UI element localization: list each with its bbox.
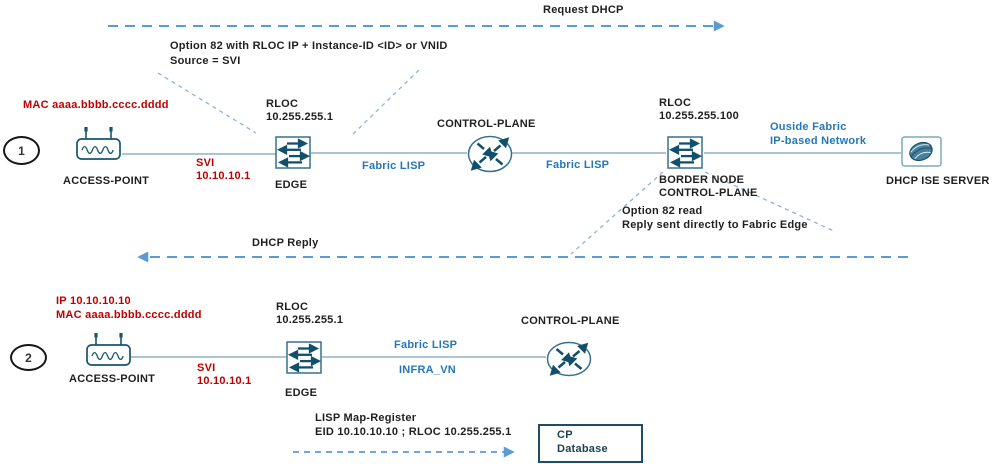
edge2-rloc-ip: 10.255.255.1 bbox=[276, 314, 344, 326]
fabric-lisp-link3-label: Fabric LISP bbox=[394, 339, 458, 351]
option82-note-line2: Source = SVI bbox=[170, 55, 241, 67]
solid-links bbox=[122, 152, 901, 358]
border-node-label-line1: BORDER NODE bbox=[659, 174, 745, 186]
annotation-diagonals bbox=[157, 69, 837, 255]
edge-switch-icon bbox=[286, 341, 322, 374]
edge2-rloc-label: RLOC bbox=[276, 301, 309, 313]
step-2-badge: 2 bbox=[10, 344, 47, 371]
control-plane2-label: CONTROL-PLANE bbox=[521, 315, 620, 327]
border-rloc-ip: 10.255.255.100 bbox=[659, 110, 739, 122]
edge2-label: EDGE bbox=[285, 387, 318, 399]
ap2-ip-annotation: IP 10.10.10.10 bbox=[56, 295, 131, 307]
map-register-note-line2: EID 10.10.10.10 ; RLOC 10.255.255.1 bbox=[315, 426, 512, 438]
option82-read-note-line2: Reply sent directly to Fabric Edge bbox=[622, 219, 808, 231]
access-point-icon bbox=[74, 124, 122, 164]
dhcp-reply-label: DHCP Reply bbox=[252, 237, 319, 249]
ap1-mac-annotation: MAC aaaa.bbbb.cccc.dddd bbox=[23, 99, 169, 111]
map-register-note-line1: LISP Map-Register bbox=[315, 412, 417, 424]
router-icon bbox=[546, 340, 593, 378]
edge-switch-icon bbox=[275, 136, 311, 169]
svi2-ip: 10.10.10.1 bbox=[197, 375, 252, 387]
svi2-label: SVI bbox=[197, 362, 216, 374]
access-point-icon bbox=[84, 330, 132, 370]
border-rloc-label: RLOC bbox=[659, 97, 692, 109]
diag-option82-right bbox=[350, 69, 420, 137]
diag-option82read-right bbox=[704, 171, 837, 233]
edge1-label: EDGE bbox=[275, 179, 308, 191]
outside-fabric-label-line1: Ouside Fabric bbox=[770, 121, 847, 133]
border-node-label-line2: CONTROL-PLANE bbox=[659, 187, 758, 199]
control-plane1-label: CONTROL-PLANE bbox=[437, 118, 536, 130]
diag-option82-left bbox=[157, 72, 257, 134]
border-node-switch-icon bbox=[667, 136, 703, 169]
option82-note-line1: Option 82 with RLOC IP + Instance-ID <ID… bbox=[170, 40, 448, 52]
infra-vn-label: INFRA_VN bbox=[399, 364, 457, 376]
request-dhcp-label: Request DHCP bbox=[543, 4, 624, 16]
router-icon bbox=[467, 134, 514, 174]
cp-database-line1: CP bbox=[557, 429, 573, 441]
ap1-label: ACCESS-POINT bbox=[63, 175, 150, 187]
ap2-mac-annotation: MAC aaaa.bbbb.cccc.dddd bbox=[56, 309, 202, 321]
step-1-badge: 1 bbox=[3, 136, 40, 165]
option82-read-note-line1: Option 82 read bbox=[622, 205, 703, 217]
ap2-label: ACCESS-POINT bbox=[69, 373, 156, 385]
dhcp-ise-server-icon bbox=[901, 136, 942, 167]
edge1-rloc-ip: 10.255.255.1 bbox=[266, 111, 334, 123]
cp-database-box: CP Database bbox=[538, 424, 643, 463]
edge1-rloc-label: RLOC bbox=[266, 98, 299, 110]
cp-database-line2: Database bbox=[557, 443, 608, 456]
fabric-lisp-link1-label: Fabric LISP bbox=[362, 160, 426, 172]
fabric-lisp-link2-label: Fabric LISP bbox=[546, 159, 610, 171]
dhcp-ise-server-label: DHCP ISE SERVER bbox=[886, 175, 990, 187]
svi1-label: SVI bbox=[196, 157, 215, 169]
outside-fabric-label-line2: IP-based Network bbox=[770, 135, 867, 147]
svi1-ip: 10.10.10.1 bbox=[196, 170, 251, 182]
